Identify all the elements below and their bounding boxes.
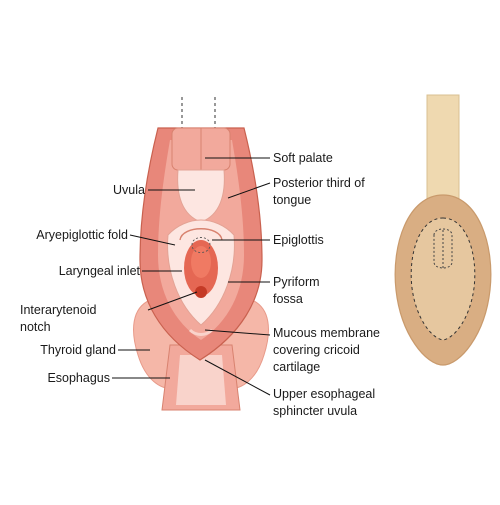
label-interarytenoid-1: Interarytenoid — [20, 303, 97, 317]
label-esophagus: Esophagus — [47, 371, 110, 385]
interarytenoid-notch-shape — [195, 286, 207, 298]
label-thyroid-gland: Thyroid gland — [40, 343, 116, 357]
label-posterior-tongue-2: tongue — [273, 193, 312, 207]
label-ues-1: Upper esophageal — [273, 387, 376, 401]
label-mucous-1: Mucous membrane — [273, 326, 380, 340]
label-mucous-3: cartilage — [273, 360, 321, 374]
label-uvula: Uvula — [113, 183, 145, 197]
label-ues-2: sphincter uvula — [273, 404, 358, 418]
label-mucous-2: covering cricoid — [273, 343, 360, 357]
label-interarytenoid-2: notch — [20, 320, 51, 334]
epiglottis-shape — [179, 228, 223, 241]
mask-bowl-dashed — [410, 217, 476, 341]
leader-lines — [112, 157, 271, 396]
label-aryepiglottic-fold: Aryepiglottic fold — [36, 228, 128, 242]
label-posterior-tongue-1: Posterior third of — [273, 176, 365, 190]
esophagus-lumen — [176, 355, 226, 405]
label-pyriform-1: Pyriform — [273, 275, 320, 289]
label-laryngeal-inlet: Laryngeal inlet — [58, 264, 140, 278]
label-epiglottis: Epiglottis — [273, 233, 324, 247]
label-soft-palate: Soft palate — [273, 151, 333, 165]
label-pyriform-2: fossa — [273, 292, 303, 306]
mask-aperture — [433, 228, 453, 269]
laryngeal-mask-device — [394, 94, 492, 366]
